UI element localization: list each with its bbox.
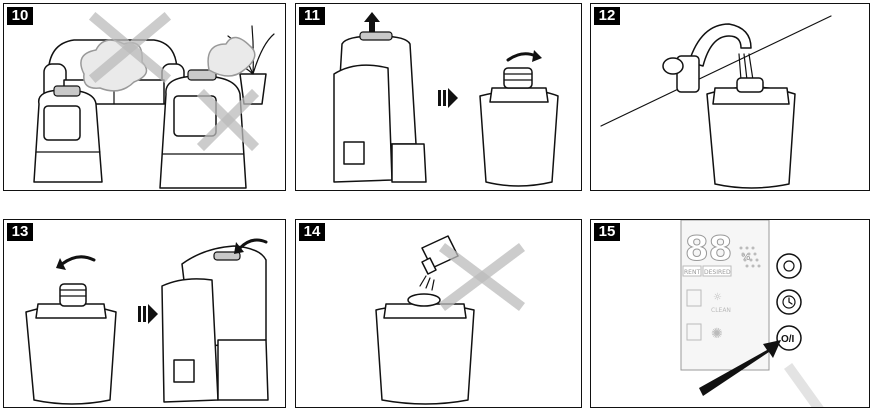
water-stream (739, 54, 753, 80)
lamp-icon: ✺ (711, 326, 723, 342)
step-10-panel: 10 (3, 3, 286, 191)
svg-text:☼: ☼ (713, 292, 722, 303)
step-13-panel: 13 (3, 219, 286, 408)
next-step-arrow-icon (138, 304, 158, 324)
step-15-illustration: 88 % RENT DESIRED ☼ CLEAN ✺ O/I (591, 220, 870, 408)
step-12-panel: 12 (590, 3, 870, 191)
rotate-arrow-icon (62, 257, 94, 264)
tank (376, 294, 474, 404)
step-12-illustration (591, 4, 870, 191)
display-digits: 88 (685, 229, 732, 269)
power-label: O/I (781, 334, 795, 345)
step-10-illustration (4, 4, 286, 191)
step-15-panel: 15 88 % RENT DESIRED ☼ CLEAN ✺ O/ (590, 219, 870, 408)
power-button[interactable]: O/I (777, 326, 801, 350)
humidifier-full (334, 32, 426, 182)
desired-label: DESIRED (704, 269, 731, 276)
clean-label: CLEAN (711, 307, 731, 314)
step-14-panel: 14 (295, 219, 582, 408)
timer-button[interactable] (777, 290, 801, 314)
arrow-up-icon (364, 12, 380, 32)
mode-button[interactable] (777, 254, 801, 278)
step-13-illustration (4, 220, 286, 408)
step-11-illustration (296, 4, 582, 191)
current-label: RENT (684, 269, 700, 276)
step-14-illustration (296, 220, 582, 408)
tank (480, 68, 558, 186)
tank (707, 78, 795, 188)
drops (420, 276, 434, 290)
next-step-arrow-icon (438, 88, 458, 108)
tank (26, 284, 116, 404)
humidifier-left (34, 86, 102, 182)
rotate-arrow-icon (508, 54, 536, 60)
humidifier-assembled (162, 246, 268, 402)
step-11-panel: 11 (295, 3, 582, 191)
